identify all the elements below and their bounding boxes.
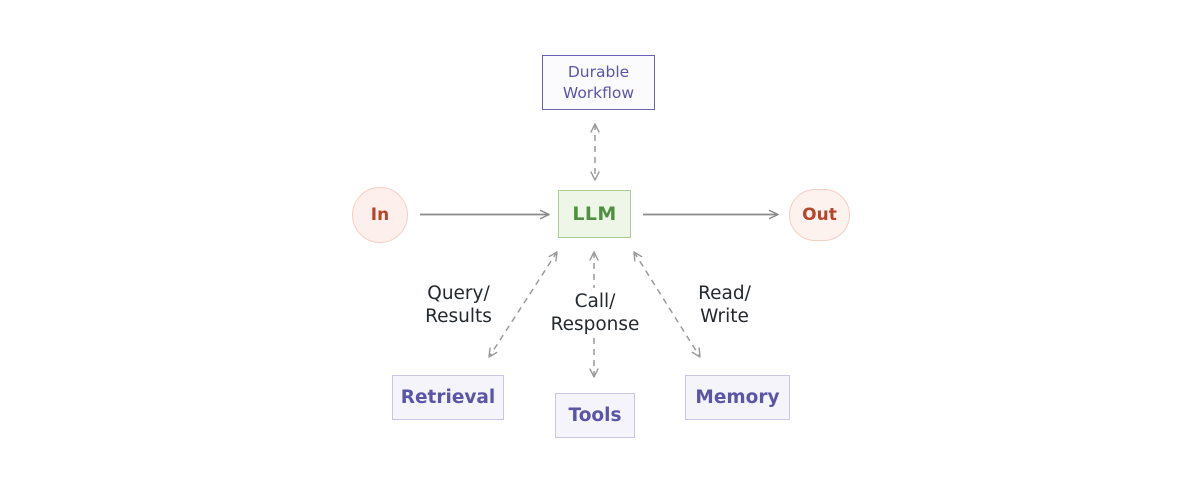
- node-tools[interactable]: Tools: [555, 393, 635, 438]
- edge-label-call-response: Call/ Response: [550, 291, 640, 335]
- edge-label-read-write: Read/ Write: [698, 283, 751, 327]
- node-out[interactable]: Out: [789, 189, 850, 241]
- node-retrieval[interactable]: Retrieval: [392, 375, 504, 420]
- node-memory[interactable]: Memory: [685, 375, 790, 420]
- edge-label-query-results: Query/ Results: [425, 283, 492, 327]
- node-in[interactable]: In: [352, 187, 408, 243]
- edge-llm-retrieval: [488, 251, 558, 358]
- node-durable-workflow[interactable]: Durable Workflow: [542, 55, 655, 110]
- edge-llm-memory: [633, 251, 701, 358]
- node-llm[interactable]: LLM: [558, 190, 631, 238]
